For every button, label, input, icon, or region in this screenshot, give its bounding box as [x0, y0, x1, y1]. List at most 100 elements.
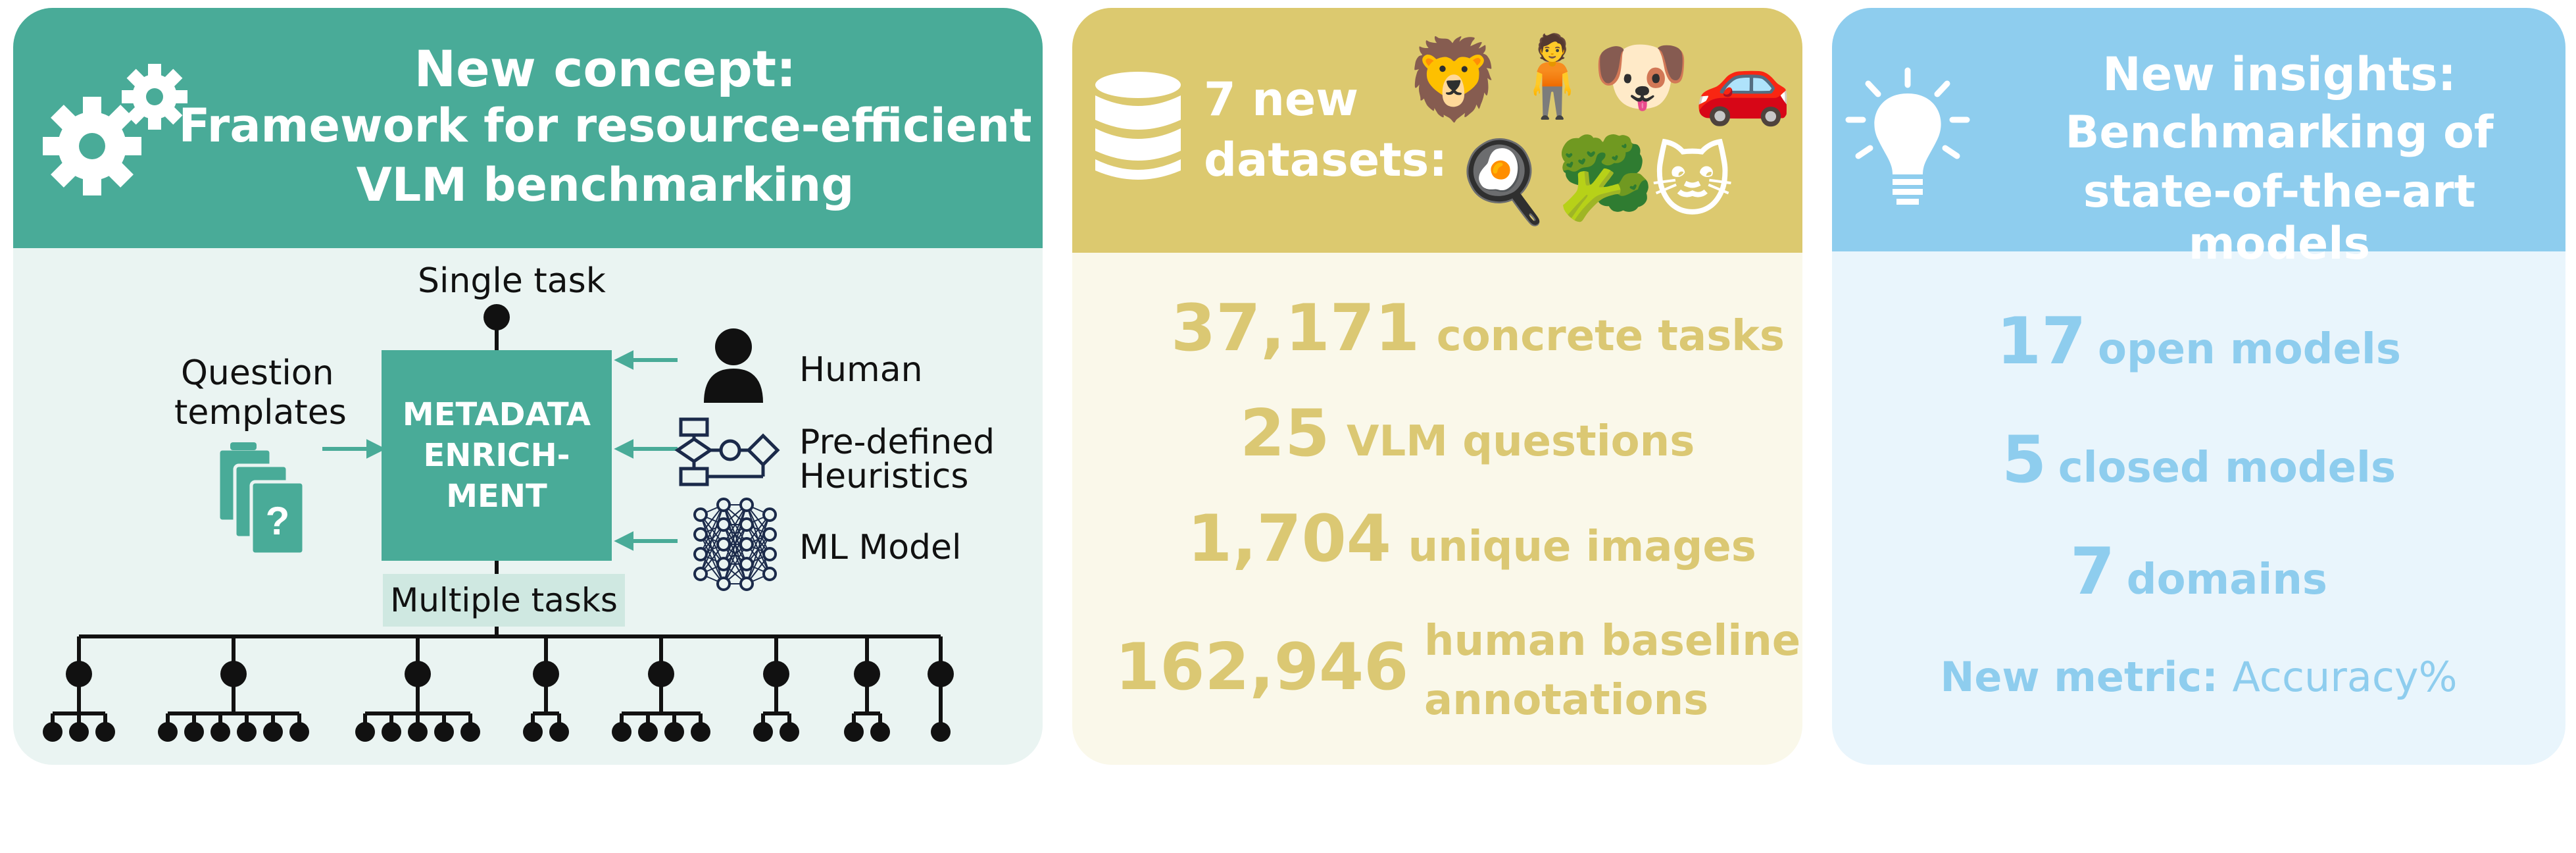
stat-domains-label: domains	[2126, 556, 2328, 604]
tree-parent-node	[220, 661, 247, 687]
tree-leaf-node	[237, 722, 257, 742]
lion-emoji: 🦁	[1404, 34, 1503, 126]
person-emoji: 🧍	[1503, 31, 1602, 122]
stat-tasks: 37,171 concrete tasks	[1171, 291, 1785, 366]
gears-icon	[43, 64, 187, 195]
framework-diagram: ?	[43, 304, 954, 742]
tree-parent-node	[854, 661, 880, 687]
box-line-3: MENT	[446, 478, 547, 515]
tree-leaf-node	[211, 722, 230, 742]
tree-leaf-node	[691, 722, 710, 742]
insights-title-3: state-of-the-art models	[2083, 166, 2476, 270]
question-templates-label-2: templates	[174, 393, 347, 432]
tree-leaf-node	[382, 722, 401, 742]
datasets-panel: 7 new datasets: 🦁 🧍 🐶 🚗 🍳 🥦 🐱 37,171 con…	[1072, 8, 1802, 765]
stat-questions: 25 VLM questions	[1240, 396, 1695, 471]
stat-closed-models: 5 closed models	[1832, 423, 2565, 498]
stat-open-label: open models	[2098, 325, 2401, 374]
tree-parent-node	[763, 661, 789, 687]
tree-leaf-node	[523, 722, 543, 742]
tree-leaf-node	[95, 722, 115, 742]
documents-icon: ?	[216, 442, 306, 556]
tree-leaf-node	[158, 722, 178, 742]
stat-images-label: unique images	[1408, 523, 1756, 571]
box-line-2: ENRICH-	[423, 437, 570, 474]
stat-images-num: 1,704	[1187, 502, 1391, 577]
stat-tasks-num: 37,171	[1171, 291, 1420, 366]
tree-leaf-node	[780, 722, 799, 742]
ml-model-label: ML Model	[799, 528, 962, 567]
stat-annotations-num: 162,946	[1115, 630, 1409, 705]
insights-title-1: New insights:	[2102, 47, 2456, 101]
stat-domains-num: 7	[2069, 534, 2116, 609]
tree-leaf-node	[549, 722, 569, 742]
tree-leaf-node	[289, 722, 309, 742]
stat-closed-label: closed models	[2058, 444, 2396, 492]
stat-closed-num: 5	[2001, 423, 2047, 498]
tree-leaf-node	[434, 722, 454, 742]
tree-parent-node	[648, 661, 674, 687]
tree-leaf-node	[69, 722, 89, 742]
tree-parent-node	[928, 661, 954, 687]
stat-open-models: 17 open models	[1832, 304, 2565, 379]
multiple-tasks-label: Multiple tasks	[383, 574, 625, 627]
human-icon	[704, 328, 763, 403]
car-emoji: 🚗	[1694, 38, 1793, 129]
neural-network-icon	[693, 498, 777, 591]
stat-open-num: 17	[1996, 304, 2087, 379]
tree-leaf-node	[612, 722, 632, 742]
concept-title-3: VLM benchmarking	[356, 158, 855, 212]
database-icon	[1095, 72, 1181, 180]
frying-pan-emoji: 🍳	[1454, 136, 1552, 228]
tree-leaf-node	[753, 722, 773, 742]
single-task-node	[483, 304, 510, 330]
tree-leaf-node	[844, 722, 864, 742]
tree-parent-node	[533, 661, 559, 687]
stat-annotations-label-2: annotations	[1424, 676, 1709, 725]
svg-text:?: ?	[266, 499, 290, 543]
stat-questions-num: 25	[1240, 396, 1330, 471]
box-line-1: METADATA	[402, 396, 591, 433]
heuristics-label-2: Heuristics	[799, 457, 969, 496]
new-metric-label: New metric:	[1940, 653, 2218, 701]
tree-leaf-node	[638, 722, 658, 742]
datasets-header: 7 new datasets: 🦁 🧍 🐶 🚗 🍳 🥦 🐱	[1072, 8, 1802, 253]
broccoli-emoji: 🥦	[1556, 133, 1654, 224]
insights-panel: New insights: Benchmarking of state-of-t…	[1832, 8, 2565, 765]
task-tree	[43, 627, 954, 742]
new-metric: New metric: Accuracy%	[1832, 653, 2565, 701]
stat-tasks-label: concrete tasks	[1436, 312, 1785, 361]
lightbulb-icon	[1845, 67, 1970, 205]
metadata-enrichment-box: METADATA ENRICH- MENT	[382, 350, 612, 561]
datasets-title-1: 7 new	[1204, 72, 1359, 126]
stat-domains: 7 domains	[1832, 534, 2565, 609]
human-label: Human	[799, 350, 923, 390]
concept-title-1: New concept:	[414, 39, 797, 98]
tree-leaf-node	[263, 722, 283, 742]
tree-leaf-node	[43, 722, 62, 742]
single-task-label: Single task	[418, 261, 606, 301]
tree-leaf-node	[408, 722, 428, 742]
tree-parent-node	[405, 661, 431, 687]
stat-annotations-label-1: human baseline	[1424, 617, 1801, 665]
tree-leaf-node	[931, 722, 951, 742]
insights-header: New insights: Benchmarking of state-of-t…	[1832, 8, 2565, 270]
tree-leaf-node	[460, 722, 480, 742]
new-metric-value: Accuracy%	[2232, 653, 2458, 701]
dog-emoji: 🐶	[1592, 31, 1691, 122]
tree-leaf-node	[355, 722, 375, 742]
concept-title-2: Framework for resource-efficient	[178, 99, 1032, 153]
datasets-title-2: datasets:	[1204, 133, 1448, 187]
stat-questions-label: VLM questions	[1346, 417, 1695, 466]
tree-leaf-node	[870, 722, 890, 742]
concept-panel: New concept: Framework for resource-effi…	[13, 8, 1043, 765]
heuristics-label-1: Pre-defined	[799, 423, 995, 462]
flowchart-icon	[674, 417, 780, 486]
insights-title-2: Benchmarking of	[2065, 107, 2494, 159]
cat-emoji: 🐱	[1651, 136, 1734, 228]
stat-images: 1,704 unique images	[1187, 502, 1756, 577]
tree-parent-node	[66, 661, 92, 687]
concept-header: New concept: Framework for resource-effi…	[13, 8, 1043, 248]
question-templates-label-1: Question	[181, 353, 334, 393]
tree-leaf-node	[664, 722, 684, 742]
